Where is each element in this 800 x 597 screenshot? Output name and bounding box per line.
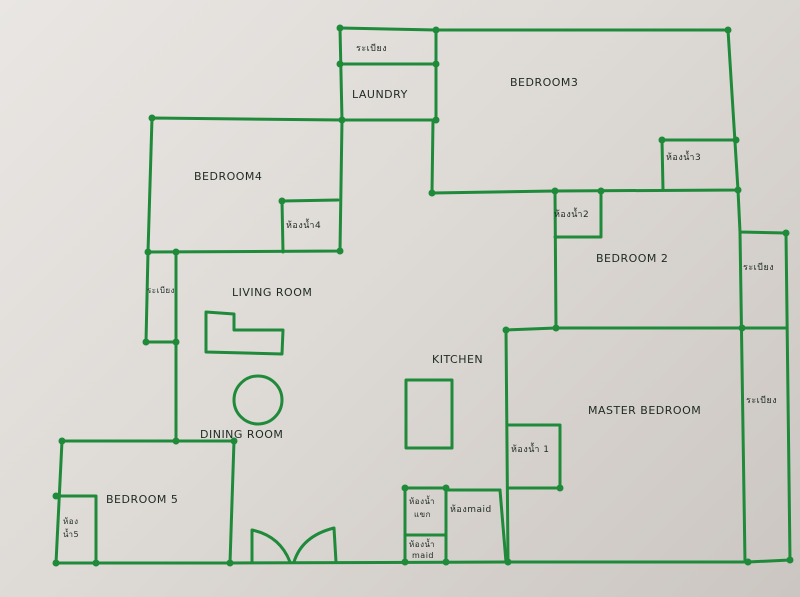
sofa-icon — [204, 310, 285, 356]
label-bath4: ห้องน้ำ4 — [286, 218, 321, 231]
label-living-room: LIVING ROOM — [232, 286, 312, 299]
wall-bedroom5 — [54, 439, 236, 565]
label-maid-room: ห้องmaid — [450, 504, 492, 515]
label-dining-room: DINING ROOM — [200, 428, 283, 441]
label-bedroom5: BEDROOM 5 — [106, 493, 178, 506]
wall-balcony-left — [144, 250, 178, 344]
label-bath1: ห้องน้ำ 1 — [511, 442, 550, 455]
label-maid-bath2-line1: ห้องน้ำ — [409, 538, 435, 549]
corner-dots — [52, 24, 794, 567]
label-balcony-right-upper: ระเบียง — [743, 262, 774, 273]
furniture — [204, 310, 454, 564]
label-maid-bath-line2: แขก — [414, 510, 431, 519]
dining-table-icon — [232, 374, 284, 426]
label-master-bedroom: MASTER BEDROOM — [588, 404, 701, 417]
walls — [54, 26, 792, 565]
wall-laundry-block — [338, 26, 438, 122]
label-bedroom2: BEDROOM 2 — [596, 252, 668, 265]
wall-balcony-right-inner — [738, 230, 747, 564]
label-bath2: ห้องน้ำ2 — [554, 207, 589, 220]
label-balcony-top: ระเบียง — [356, 43, 387, 54]
label-laundry: LAUNDRY — [352, 88, 408, 101]
wall-balcony-right — [736, 188, 792, 564]
labels: ระเบียง LAUNDRY BEDROOM3 ห้องน้ำ3 BEDROO… — [63, 43, 777, 560]
wall-bath3-left — [660, 138, 665, 192]
wall-bottom — [228, 560, 510, 565]
wall-bedroom4 — [146, 116, 344, 254]
wall-bath1 — [506, 423, 562, 490]
label-kitchen: KITCHEN — [432, 353, 483, 366]
label-bedroom3: BEDROOM3 — [510, 76, 578, 89]
wall-bath5 — [54, 494, 98, 565]
kitchen-island-icon — [404, 378, 454, 450]
wall-maid-room-right — [498, 488, 508, 564]
label-maid-bath-line1: ห้องน้ำ — [409, 495, 435, 506]
label-bedroom4: BEDROOM4 — [194, 170, 262, 183]
label-bath3: ห้องน้ำ3 — [666, 150, 701, 163]
label-maid-bath2-line2: maid — [412, 551, 434, 560]
label-bath5-line1: ห้อง — [63, 517, 78, 526]
wall-bath4-left — [280, 199, 285, 254]
wall-bedroom2 — [504, 189, 558, 332]
label-bath5-line2: น้ำ5 — [63, 528, 79, 539]
entry-double-door-icon — [250, 526, 338, 564]
wall-bedroom3 — [430, 28, 740, 195]
wall-laundry-left — [338, 26, 344, 122]
wall-bath2 — [553, 189, 603, 239]
wall-bath4 — [280, 198, 340, 203]
label-balcony-right-lower: ระเบียง — [746, 395, 777, 406]
label-balcony-left: ระเบียง — [147, 286, 175, 295]
